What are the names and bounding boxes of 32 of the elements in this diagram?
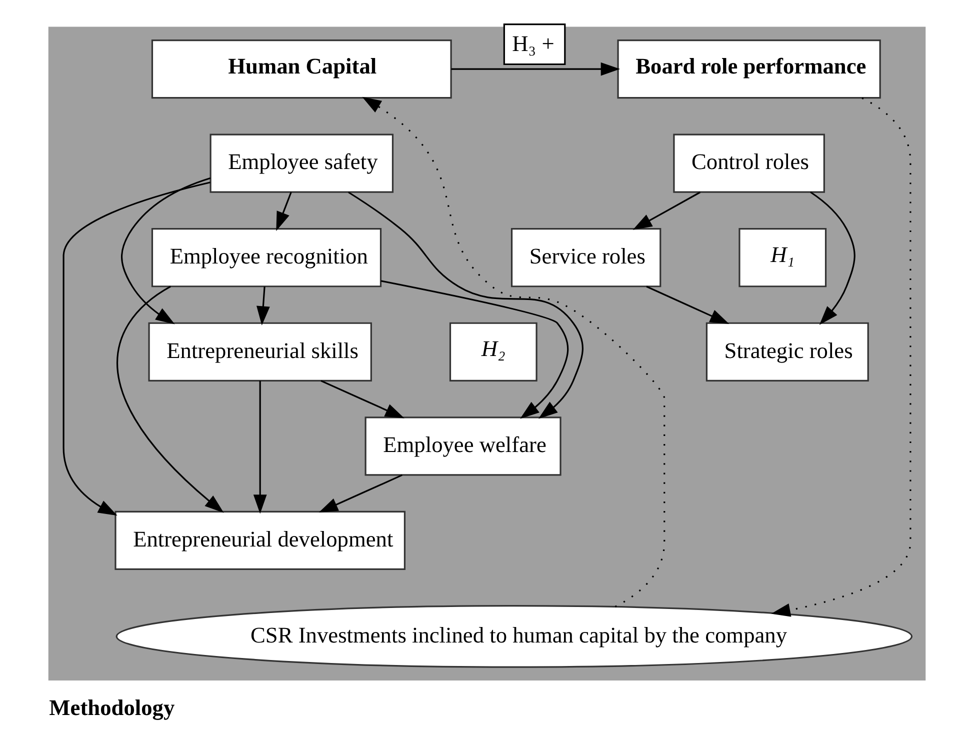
node-box: Strategic roles xyxy=(705,322,868,382)
node-box: Entrepreneurial development xyxy=(114,510,405,570)
node-ellipse: CSR Investments inclined to human capital by the company xyxy=(115,605,912,668)
arrow xyxy=(120,177,210,324)
node-box: H₁ xyxy=(738,228,826,288)
node-box: Employee safety xyxy=(209,134,394,193)
node-box: Board role performance xyxy=(616,40,880,99)
arrow xyxy=(256,286,270,326)
arrow xyxy=(348,192,583,419)
arrow xyxy=(632,192,700,230)
node-box: Entrepreneurial skills xyxy=(148,322,372,382)
cluster xyxy=(48,26,926,681)
arrow xyxy=(252,380,266,514)
arrow xyxy=(646,286,729,324)
caption: Methodology xyxy=(48,695,174,720)
node-box: Service roles xyxy=(510,228,661,288)
arrow xyxy=(770,97,911,617)
arrow xyxy=(320,380,404,418)
arrow xyxy=(380,280,568,419)
node-box: Human Capital xyxy=(150,40,452,99)
node-box: H₂ xyxy=(448,322,537,382)
arrow xyxy=(318,474,402,513)
node-box: Control roles xyxy=(672,134,824,193)
edge-label: H₃ + xyxy=(512,30,554,56)
arrow xyxy=(362,96,665,608)
arrow xyxy=(62,182,210,516)
arrow xyxy=(450,62,620,76)
arrow xyxy=(276,192,292,231)
arrow xyxy=(810,191,855,325)
node-box: Employee welfare xyxy=(364,416,561,476)
node-box: Employee recognition xyxy=(150,228,382,288)
arrow xyxy=(116,286,224,513)
